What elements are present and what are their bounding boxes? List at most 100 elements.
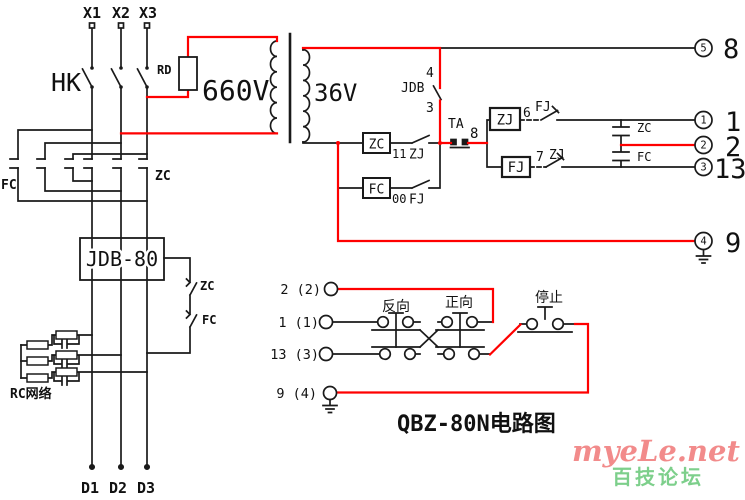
red-wires <box>119 35 697 394</box>
button-stubs <box>412 321 576 355</box>
station-terminal-2-label: 2 (2) <box>280 282 321 298</box>
ta-contact-right <box>461 138 469 146</box>
d1-label: D1 <box>81 479 99 497</box>
station-t9-wire <box>335 322 590 394</box>
terminal-4 <box>694 231 713 251</box>
secondary-coil <box>302 48 311 143</box>
secondary-hot <box>301 46 442 145</box>
x3-label: X3 <box>139 4 157 22</box>
diagram-title: QBZ-80N电路图 <box>397 411 556 437</box>
jdb-pin4-label: 4 <box>426 66 434 81</box>
watermark-main: myeLe.net <box>572 434 740 468</box>
phase-verticals <box>91 86 148 160</box>
station-terminal-9 <box>322 385 338 401</box>
rc-resistor-a1 <box>26 340 49 350</box>
contact-feet <box>9 158 148 169</box>
interlock-cross <box>418 328 440 349</box>
zc-aux-label: ZC <box>200 279 214 293</box>
zc-coil-box <box>362 132 391 154</box>
terminal-2 <box>694 135 713 155</box>
terminal4-ground <box>695 248 712 264</box>
fc-contacts-label: FC <box>1 178 17 193</box>
stop-button-label: 停止 <box>535 289 563 306</box>
rc-row-a <box>20 334 93 349</box>
rc-resistor-c1 <box>26 373 49 383</box>
terminal-1-number: 1 <box>725 107 741 138</box>
fj-no-label: FJ <box>409 193 425 208</box>
station-t2-wire <box>336 287 495 324</box>
terminal-2-number: 2 <box>725 132 741 163</box>
terminal-5-pin: 5 <box>700 43 706 55</box>
zc-out-label: ZC <box>637 121 651 135</box>
terminal-3-pin: 3 <box>700 162 706 174</box>
terminal-1-pin: 1 <box>700 115 706 127</box>
d1-terminal-dot <box>88 463 96 471</box>
fj-nc-label: FJ <box>535 100 551 115</box>
primary-coil <box>269 40 278 135</box>
fuse-return <box>145 88 190 99</box>
output-contact-column <box>612 119 630 168</box>
rc-resistor-a2 <box>55 330 78 340</box>
forward-button-label: 正向 <box>445 295 473 311</box>
zj-nc-pin-label: 7 <box>536 150 544 165</box>
fj-nc-pin-label: 6 <box>523 106 531 121</box>
terminal-2-pin: 2 <box>700 140 706 152</box>
primary-voltage-label: 660V <box>202 74 270 107</box>
terminal-3 <box>694 157 713 177</box>
station-terminal-1 <box>318 314 334 330</box>
hk-label: HK <box>51 68 81 97</box>
fj-nc-contact <box>539 105 696 122</box>
black-wires <box>9 22 712 471</box>
node-dot-neutral <box>336 141 340 145</box>
rd-label: RD <box>157 63 171 77</box>
jdb80-label: JDB-80 <box>86 247 158 271</box>
neutral-to-terminal4 <box>336 141 697 243</box>
terminal-4-pin: 4 <box>700 236 706 248</box>
rc-row-b <box>20 354 122 369</box>
phase-input-lines <box>91 27 148 67</box>
jdb-label: JDB <box>401 81 425 96</box>
terminal-3-number: 13 <box>714 154 745 185</box>
d3-label: D3 <box>137 479 155 497</box>
station-terminal-13-label: 13 (3) <box>270 347 319 363</box>
jdb80-box <box>79 237 165 281</box>
zc-coil-row <box>389 134 441 145</box>
reversing-links <box>17 167 148 202</box>
rc-row-c <box>20 371 148 386</box>
jdb-contact-blade <box>432 84 443 101</box>
rc-network-label: RC网络 <box>10 386 52 402</box>
fc-coil-label: FC <box>369 183 385 198</box>
fc-coil-pin-label: 00 <box>392 192 406 206</box>
zc-contacts-label: ZC <box>155 169 171 184</box>
d2-terminal-dot <box>117 463 125 471</box>
zj-relay-label: ZJ <box>497 113 514 129</box>
zj-no-label: ZJ <box>409 148 425 163</box>
input-terminal-x1 <box>88 22 96 29</box>
zc-coil-label: ZC <box>369 138 385 153</box>
fuse-body <box>178 56 198 91</box>
button-contacts <box>376 315 565 361</box>
fc-out-label: FC <box>637 150 651 164</box>
watermark-sub: 百技论坛 <box>612 465 704 489</box>
d2-label: D2 <box>109 479 127 497</box>
station-terminal-13 <box>318 346 334 362</box>
rc-resistor-b1 <box>26 356 49 366</box>
fc-tap-jumpers <box>17 129 148 160</box>
hk-contact-dots <box>90 66 149 89</box>
rc-resistor-b2 <box>55 350 78 360</box>
station-terminal-1-label: 1 (1) <box>278 315 319 331</box>
secondary-voltage-label: 36V <box>314 79 357 107</box>
fc-coil-box <box>362 177 391 199</box>
rc-resistor-c2 <box>55 367 78 377</box>
fj-relay-box <box>500 155 532 179</box>
ta-label: TA <box>448 117 464 132</box>
station-terminal-9-label: 9 (4) <box>276 386 317 402</box>
ta-pin-label: 8 <box>470 126 478 142</box>
aux-branch <box>146 257 198 354</box>
fj-relay-label: FJ <box>508 160 525 176</box>
zj-relay-box <box>488 106 522 132</box>
zj-nc-label: ZJ <box>549 148 565 163</box>
x1-label: X1 <box>83 4 101 22</box>
input-terminal-x3 <box>143 22 151 29</box>
